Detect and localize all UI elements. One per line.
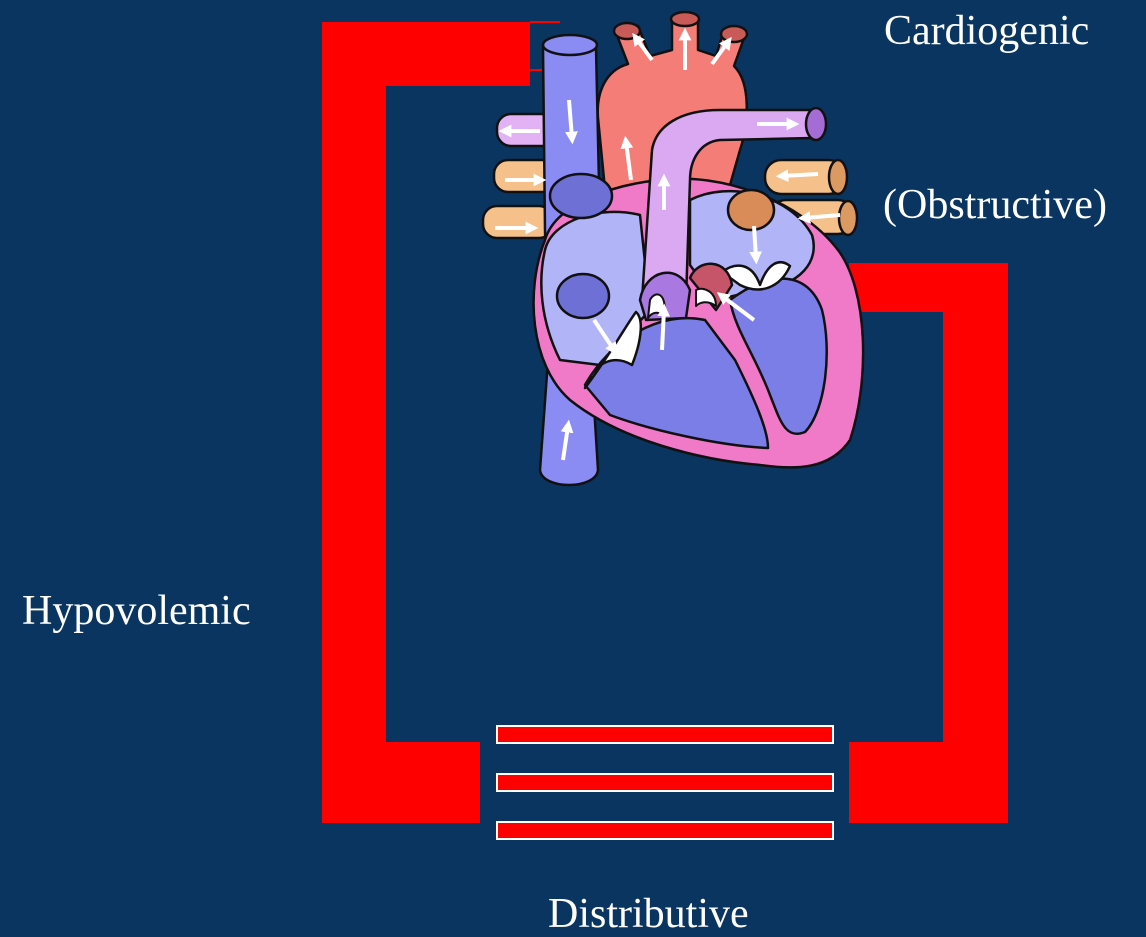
hypovolemic-label: Hypovolemic (22, 590, 251, 632)
capillary-2 (497, 774, 833, 791)
right-vessel (849, 263, 1008, 823)
capillary-3 (497, 822, 833, 839)
obstructive-label: (Obstructive) (883, 184, 1107, 226)
capillary-1 (497, 726, 833, 743)
cardiogenic-label: Cardiogenic (884, 10, 1089, 52)
heart-diagram-icon (483, 12, 863, 485)
left-vessel (322, 22, 530, 823)
distributive-label: Distributive (548, 893, 749, 935)
capillary-bed (497, 726, 833, 839)
